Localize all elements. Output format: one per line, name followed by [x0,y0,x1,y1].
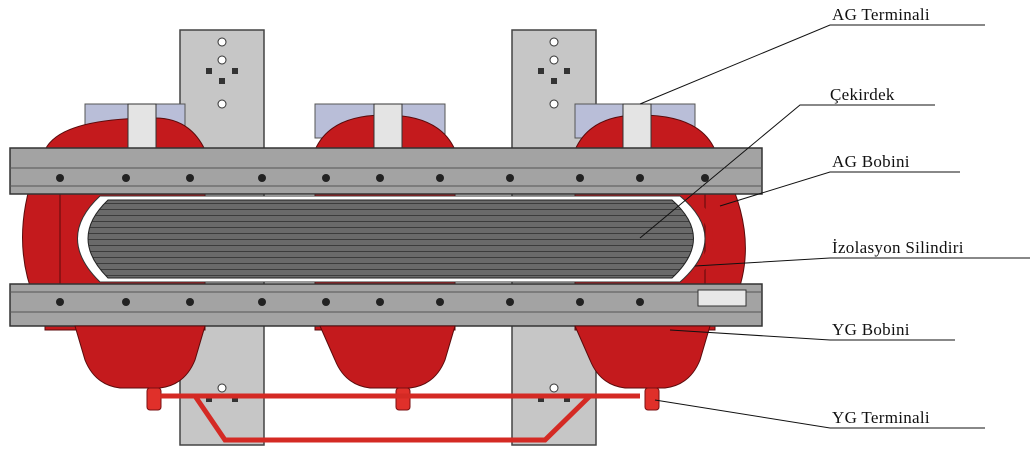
upper-frame [9,147,763,195]
label-insulation-cylinder: İzolasyon Silindiri [832,238,964,257]
leader-lines [639,24,1030,429]
connection-rods [160,393,640,443]
core [67,195,713,283]
label-ag-terminal: AG Terminali [832,5,930,24]
label-ag-coil: AG Bobini [832,152,910,171]
lower-frame [9,283,763,327]
yg-coil-bottoms [74,325,711,389]
top-terminals [127,103,652,153]
label-yg-coil: YG Bobini [832,320,910,339]
label-yg-terminal: YG Terminali [832,408,930,427]
label-core: Çekirdek [830,85,895,104]
